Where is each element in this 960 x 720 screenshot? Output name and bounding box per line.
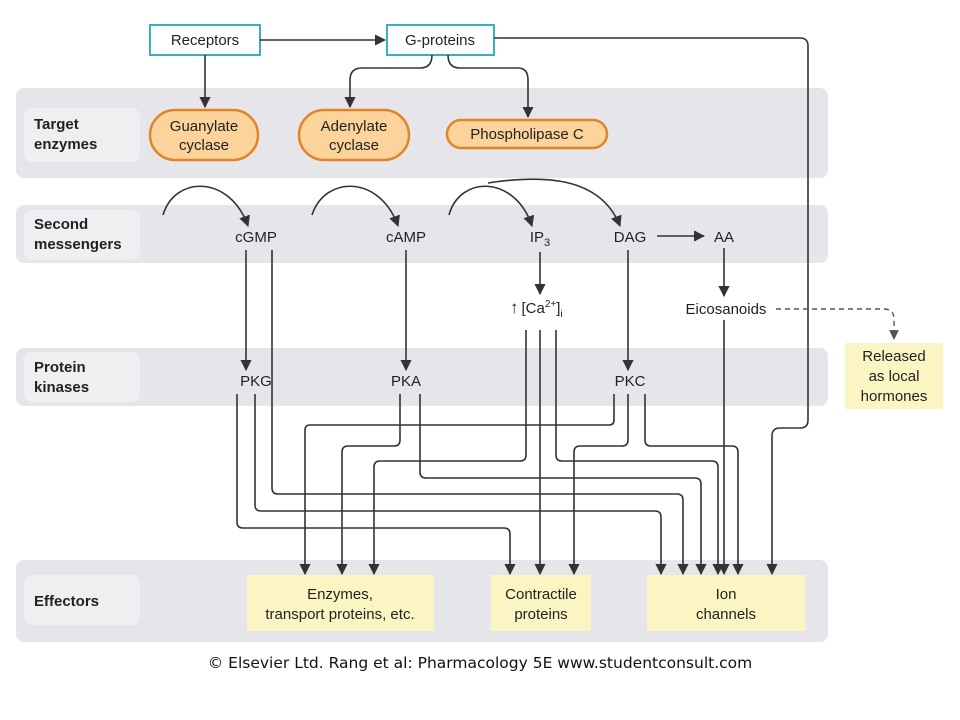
arrow-guanylate-to-cgmp [162,185,250,228]
arrow-pkc-to-enzymes [299,394,615,576]
camp-label: cAMP [386,229,426,246]
effector-enzymes-label-2: transport proteins, etc. [265,606,414,623]
label-second-messengers-2: messengers [34,236,122,253]
arrow-calcium-to-enzymes [368,330,527,576]
effector-contractile-box [491,575,591,631]
phospholipase-c-label: Phospholipase C [470,126,584,143]
arrow-gproteins-to-plc [447,54,534,119]
arrow-pka-to-ion-channels [419,394,707,576]
arrow-eicosanoids-to-released [776,308,899,340]
effector-ion-channels-box [647,575,805,631]
arrow-gproteins-to-ion-channels [494,37,809,576]
arrow-pkc-to-contractile [568,394,629,576]
released-label-3: hormones [861,388,928,405]
calcium-label: ↑[Ca2+]i [510,298,563,320]
g-proteins-label: G-proteins [405,32,475,49]
copyright-footer: © Elsevier Ltd. Rang et al: Pharmacology… [208,654,752,672]
arrow-adenylate-to-camp [311,185,400,228]
eicosanoids-label: Eicosanoids [686,301,767,318]
adenylate-cyclase-pill [297,108,411,162]
effector-contractile-label-1: Contractile [505,586,577,603]
arrow-calcium-to-ion-channels [555,330,724,576]
guanylate-cyclase-label-1: Guanylate [170,118,238,135]
arrow-cgmp-to-ion-channels [271,250,689,576]
label-second-messengers-1: Second [34,216,88,233]
effector-ion-channels-label-2: channels [696,606,756,623]
arrow-gproteins-to-adenylate [344,54,433,109]
effector-enzymes-box [247,575,434,631]
released-label-1: Released [862,348,925,365]
adenylate-cyclase-label-1: Adenylate [321,118,388,135]
phospholipase-c-pill [445,118,609,150]
label-target-enzymes-1: Target [34,116,79,133]
receptors-label: Receptors [171,32,239,49]
effector-contractile-label-2: proteins [514,606,567,623]
arrow-pka-to-enzymes [336,394,401,576]
arrow-plc-to-dag [487,178,622,228]
label-target-enzymes-2: enzymes [34,136,97,153]
effector-ion-channels-label-1: Ion [716,586,737,603]
label-protein-kinases-2: kinases [34,379,89,396]
pka-label: PKA [391,373,421,390]
released-label-2: as local [869,368,920,385]
pkc-label: PKC [615,373,646,390]
arrow-pkc-to-ion-channels [644,394,744,576]
pkg-label: PKG [240,373,272,390]
cgmp-label: cGMP [235,229,277,246]
label-protein-kinases-1: Protein [34,359,86,376]
ip3-label: IP3 [530,229,550,249]
g-proteins-box [386,24,495,56]
arrow-pkg-to-ion-channels [254,394,667,576]
aa-label: AA [714,229,734,246]
arrow-pkg-to-contractile [236,394,516,576]
dag-label: DAG [614,229,647,246]
arrow-plc-to-ip3 [448,185,535,228]
guanylate-cyclase-pill [148,108,260,162]
effector-enzymes-label-1: Enzymes, [307,586,373,603]
guanylate-cyclase-label-2: cyclase [179,137,229,154]
band-second-messengers [16,205,828,263]
label-effectors: Effectors [34,593,99,610]
released-box [845,343,943,409]
adenylate-cyclase-label-2: cyclase [329,137,379,154]
